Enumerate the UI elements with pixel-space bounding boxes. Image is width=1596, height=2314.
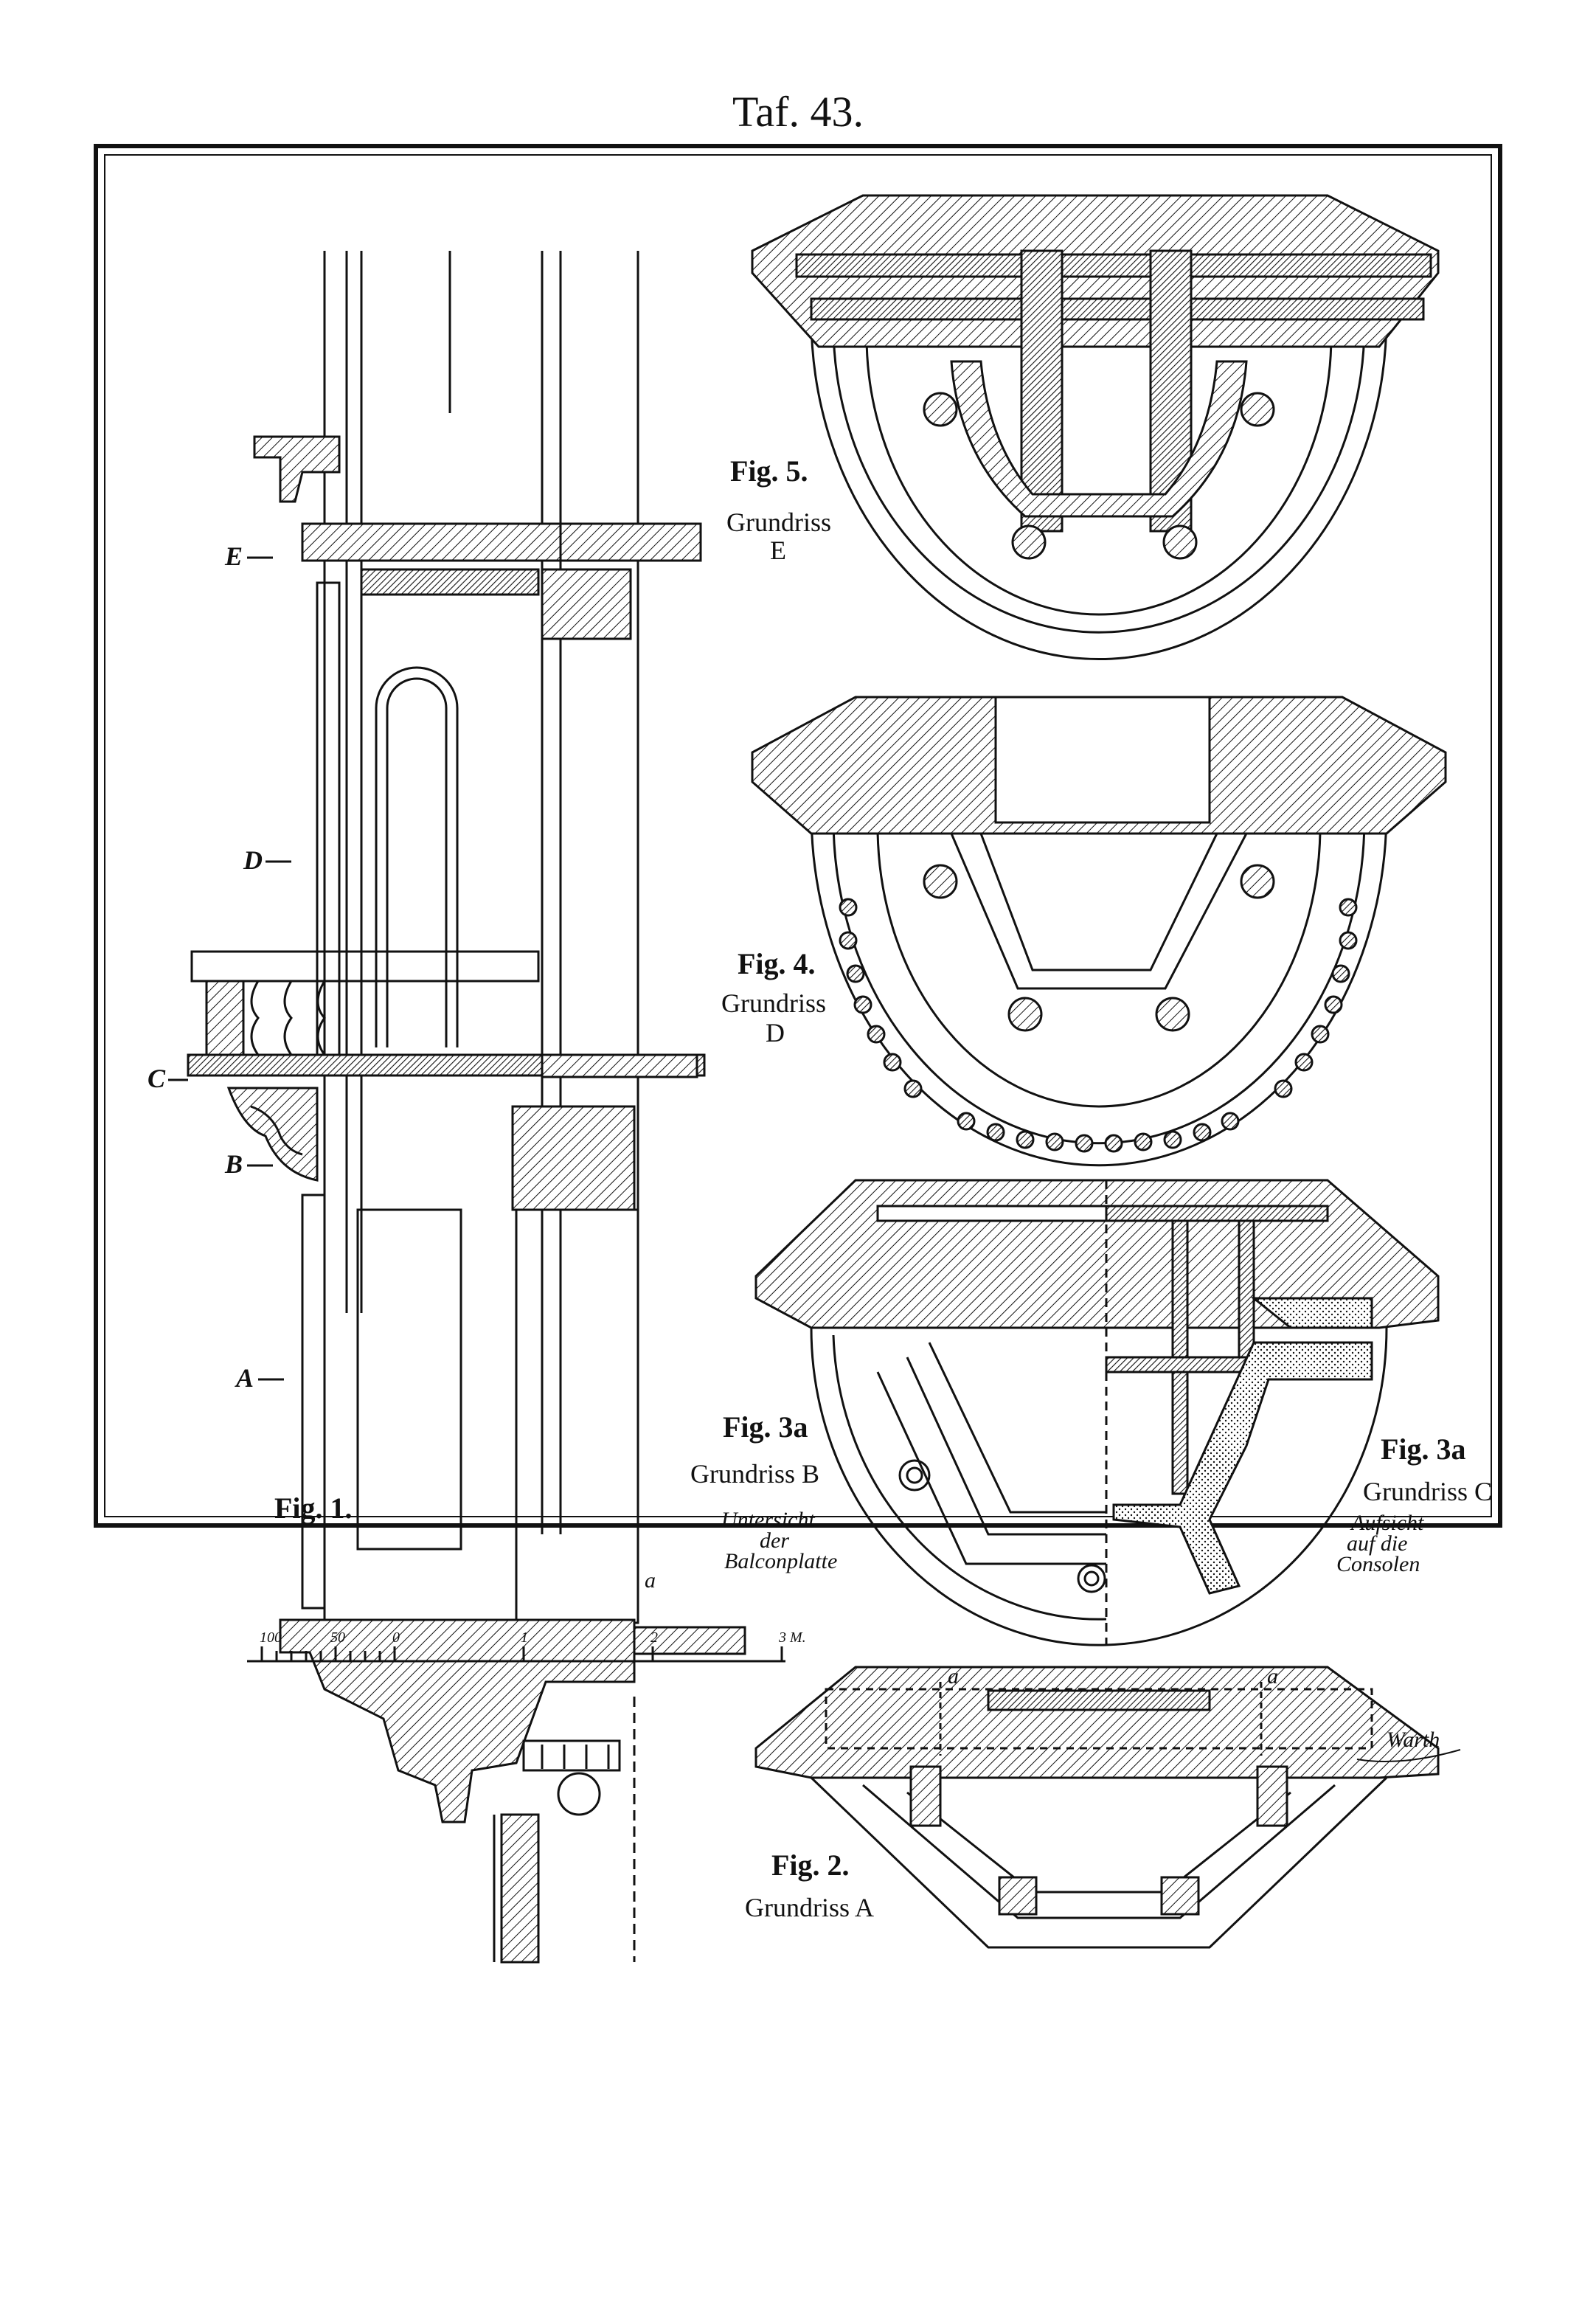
fig3a-right-note-1: Aufsicht — [1350, 1511, 1424, 1535]
level-mark-a: A — [235, 1363, 254, 1393]
fig2-caption: Grundriss A — [745, 1893, 874, 1922]
scale-tick-0: 0 — [392, 1629, 400, 1646]
fig5-label: Fig. 5. — [730, 454, 808, 488]
plate-frame — [94, 144, 1502, 1528]
fig4-plan-drawing — [751, 696, 1447, 1167]
fig3a-plan-drawing — [754, 1179, 1440, 1646]
scale-bar — [247, 1646, 785, 1663]
fig3a-left-caption: Grundriss B — [690, 1459, 819, 1489]
fig3a-left-note-3: Balconplatte — [724, 1549, 837, 1573]
fig1-section-mark: a — [645, 1568, 656, 1593]
fig2-section-mark-right: a — [1267, 1664, 1278, 1688]
signature: Warth — [1387, 1728, 1440, 1752]
fig3a-right-label: Fig. 3a — [1381, 1433, 1466, 1466]
fig2-plan-drawing — [754, 1666, 1440, 1949]
fig2-label: Fig. 2. — [771, 1849, 850, 1882]
fig3a-left-note-1: Untersicht — [721, 1508, 815, 1532]
fig5-plan-drawing — [751, 194, 1440, 661]
signature-flourish — [1356, 1749, 1461, 1762]
level-mark-d: D — [243, 845, 263, 875]
level-marks: E D C B A — [148, 541, 291, 1393]
fig3a-left-note-2: der — [760, 1528, 789, 1553]
fig4-caption-line1: Grundriss — [721, 988, 826, 1018]
level-mark-c: C — [148, 1064, 166, 1093]
scale-tick-100: 100 — [260, 1629, 282, 1646]
scale-tick-50: 50 — [330, 1629, 345, 1646]
fig3a-right-caption: Grundriss C — [1363, 1477, 1492, 1506]
fig2-section-mark-left: a — [948, 1664, 959, 1688]
fig5-caption-line1: Grundriss — [726, 508, 831, 537]
scale-tick-1: 1 — [521, 1629, 528, 1646]
fig3a-left-label: Fig. 3a — [723, 1410, 808, 1444]
fig3a-right-note-3: Consolen — [1336, 1552, 1420, 1576]
fig1-section-drawing — [187, 251, 746, 1964]
scale-tick-2: 2 — [650, 1629, 658, 1646]
scale-tick-3m: 3 M. — [778, 1629, 806, 1646]
plate-title: Taf. 43. — [732, 88, 864, 136]
fig3a-right-note-2: auf die — [1347, 1531, 1408, 1556]
fig4-label: Fig. 4. — [738, 947, 816, 980]
level-mark-b: B — [224, 1149, 243, 1179]
fig4-caption-line2: D — [766, 1018, 785, 1047]
level-mark-e: E — [224, 541, 243, 571]
fig5-caption-line2: E — [770, 536, 786, 565]
fig1-label: Fig. 1. — [274, 1492, 353, 1525]
